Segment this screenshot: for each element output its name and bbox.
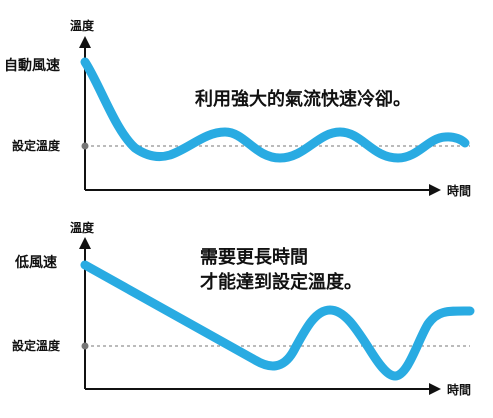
top-y-axis-label: 溫度	[70, 18, 95, 33]
bottom-y-axis-label: 溫度	[70, 220, 95, 235]
bottom-x-axis-label: 時間	[447, 382, 471, 397]
bottom-temperature-curve	[80, 260, 475, 381]
top-setpoint-label: 設定溫度	[12, 138, 61, 153]
top-start-label: 自動風速	[4, 57, 60, 74]
bottom-setpoint-label: 設定溫度	[12, 338, 61, 353]
top-setpoint-dot	[81, 142, 89, 150]
bottom-caption-line-1: 需要更長時間	[200, 247, 308, 268]
top-temperature-curve	[80, 57, 470, 163]
bottom-caption-line-2: 才能達到設定溫度。	[200, 271, 362, 293]
bottom-setpoint-dot	[81, 342, 89, 350]
bottom-start-label: 低風速	[14, 254, 57, 271]
top-caption-line-1: 利用強大的氣流快速冷卻。	[195, 88, 411, 110]
top-x-axis-label: 時間	[447, 183, 471, 198]
panel-top: 溫度 時間 自動風速 設定溫度 利用強大的氣流快速冷卻。	[4, 18, 471, 198]
panel-bottom: 溫度 時間 低風速 設定溫度 需要更長時間 才能達到設定溫度。	[12, 220, 475, 397]
